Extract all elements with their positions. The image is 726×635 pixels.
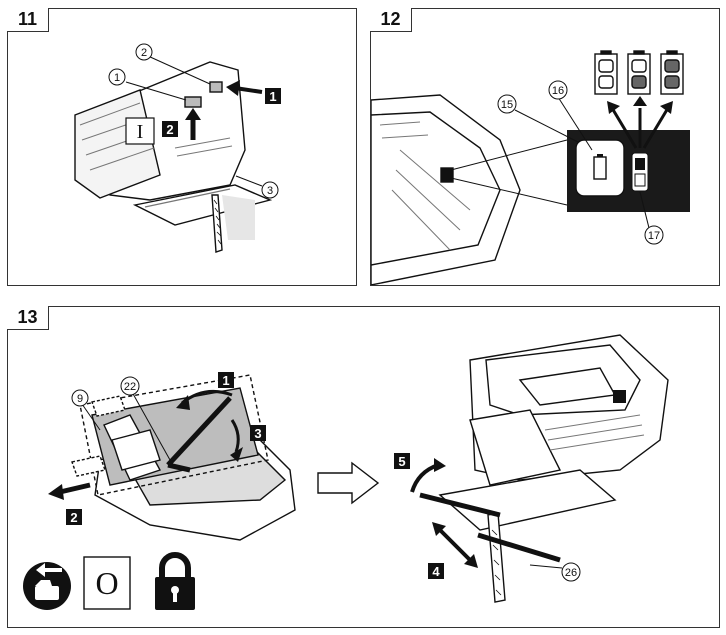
- callout-3-circle: [261, 181, 279, 199]
- step-5-badge: [394, 453, 410, 469]
- step-2-label: 2: [166, 122, 173, 137]
- callout-3-label: 3: [267, 185, 273, 197]
- figure-11-number: 11: [7, 8, 49, 32]
- callout-9-circle: [71, 389, 89, 407]
- off-symbol-box: [83, 556, 131, 610]
- step-3-label: 3: [254, 426, 261, 441]
- figure-13-number: 13: [7, 306, 49, 330]
- callout-17-circle: [644, 225, 664, 245]
- callout-16-label: 16: [552, 85, 564, 97]
- transition-arrow: [317, 461, 380, 505]
- step-1-badge: [265, 88, 281, 104]
- callout-16-circle: [548, 80, 568, 100]
- step-2-label-fig13: 2: [70, 510, 77, 525]
- step-1-label-fig13: 1: [222, 373, 229, 388]
- step-1-label: 1: [269, 89, 276, 104]
- figure-12-number: 12: [370, 8, 412, 32]
- step-4-label: 4: [432, 564, 440, 579]
- step-5-label: 5: [398, 454, 405, 469]
- off-symbol: O: [95, 565, 118, 601]
- step-3-badge: [250, 425, 266, 441]
- callout-2-label: 2: [141, 47, 147, 59]
- callout-2-circle: [135, 43, 153, 61]
- step-2-badge-fig13: [66, 509, 82, 525]
- callout-22-circle: [120, 376, 140, 396]
- callout-15-circle: [497, 94, 517, 114]
- callout-26-label: 26: [565, 567, 577, 579]
- callout-17-label: 17: [648, 230, 660, 242]
- step-1-badge-fig13: [218, 372, 234, 388]
- on-symbol: I: [137, 121, 144, 143]
- callout-1-label: 1: [114, 72, 120, 84]
- callout-26-circle: [561, 562, 581, 582]
- lock-icon: [155, 552, 195, 610]
- callout-15-label: 15: [501, 99, 513, 111]
- on-symbol-box: [125, 117, 155, 145]
- indicator-window: [613, 390, 626, 403]
- step-4-badge: [428, 563, 444, 579]
- step-2-badge: [162, 121, 178, 137]
- callout-1-circle: [108, 68, 126, 86]
- callout-9-label: 9: [77, 393, 83, 405]
- callout-22-label: 22: [124, 381, 136, 393]
